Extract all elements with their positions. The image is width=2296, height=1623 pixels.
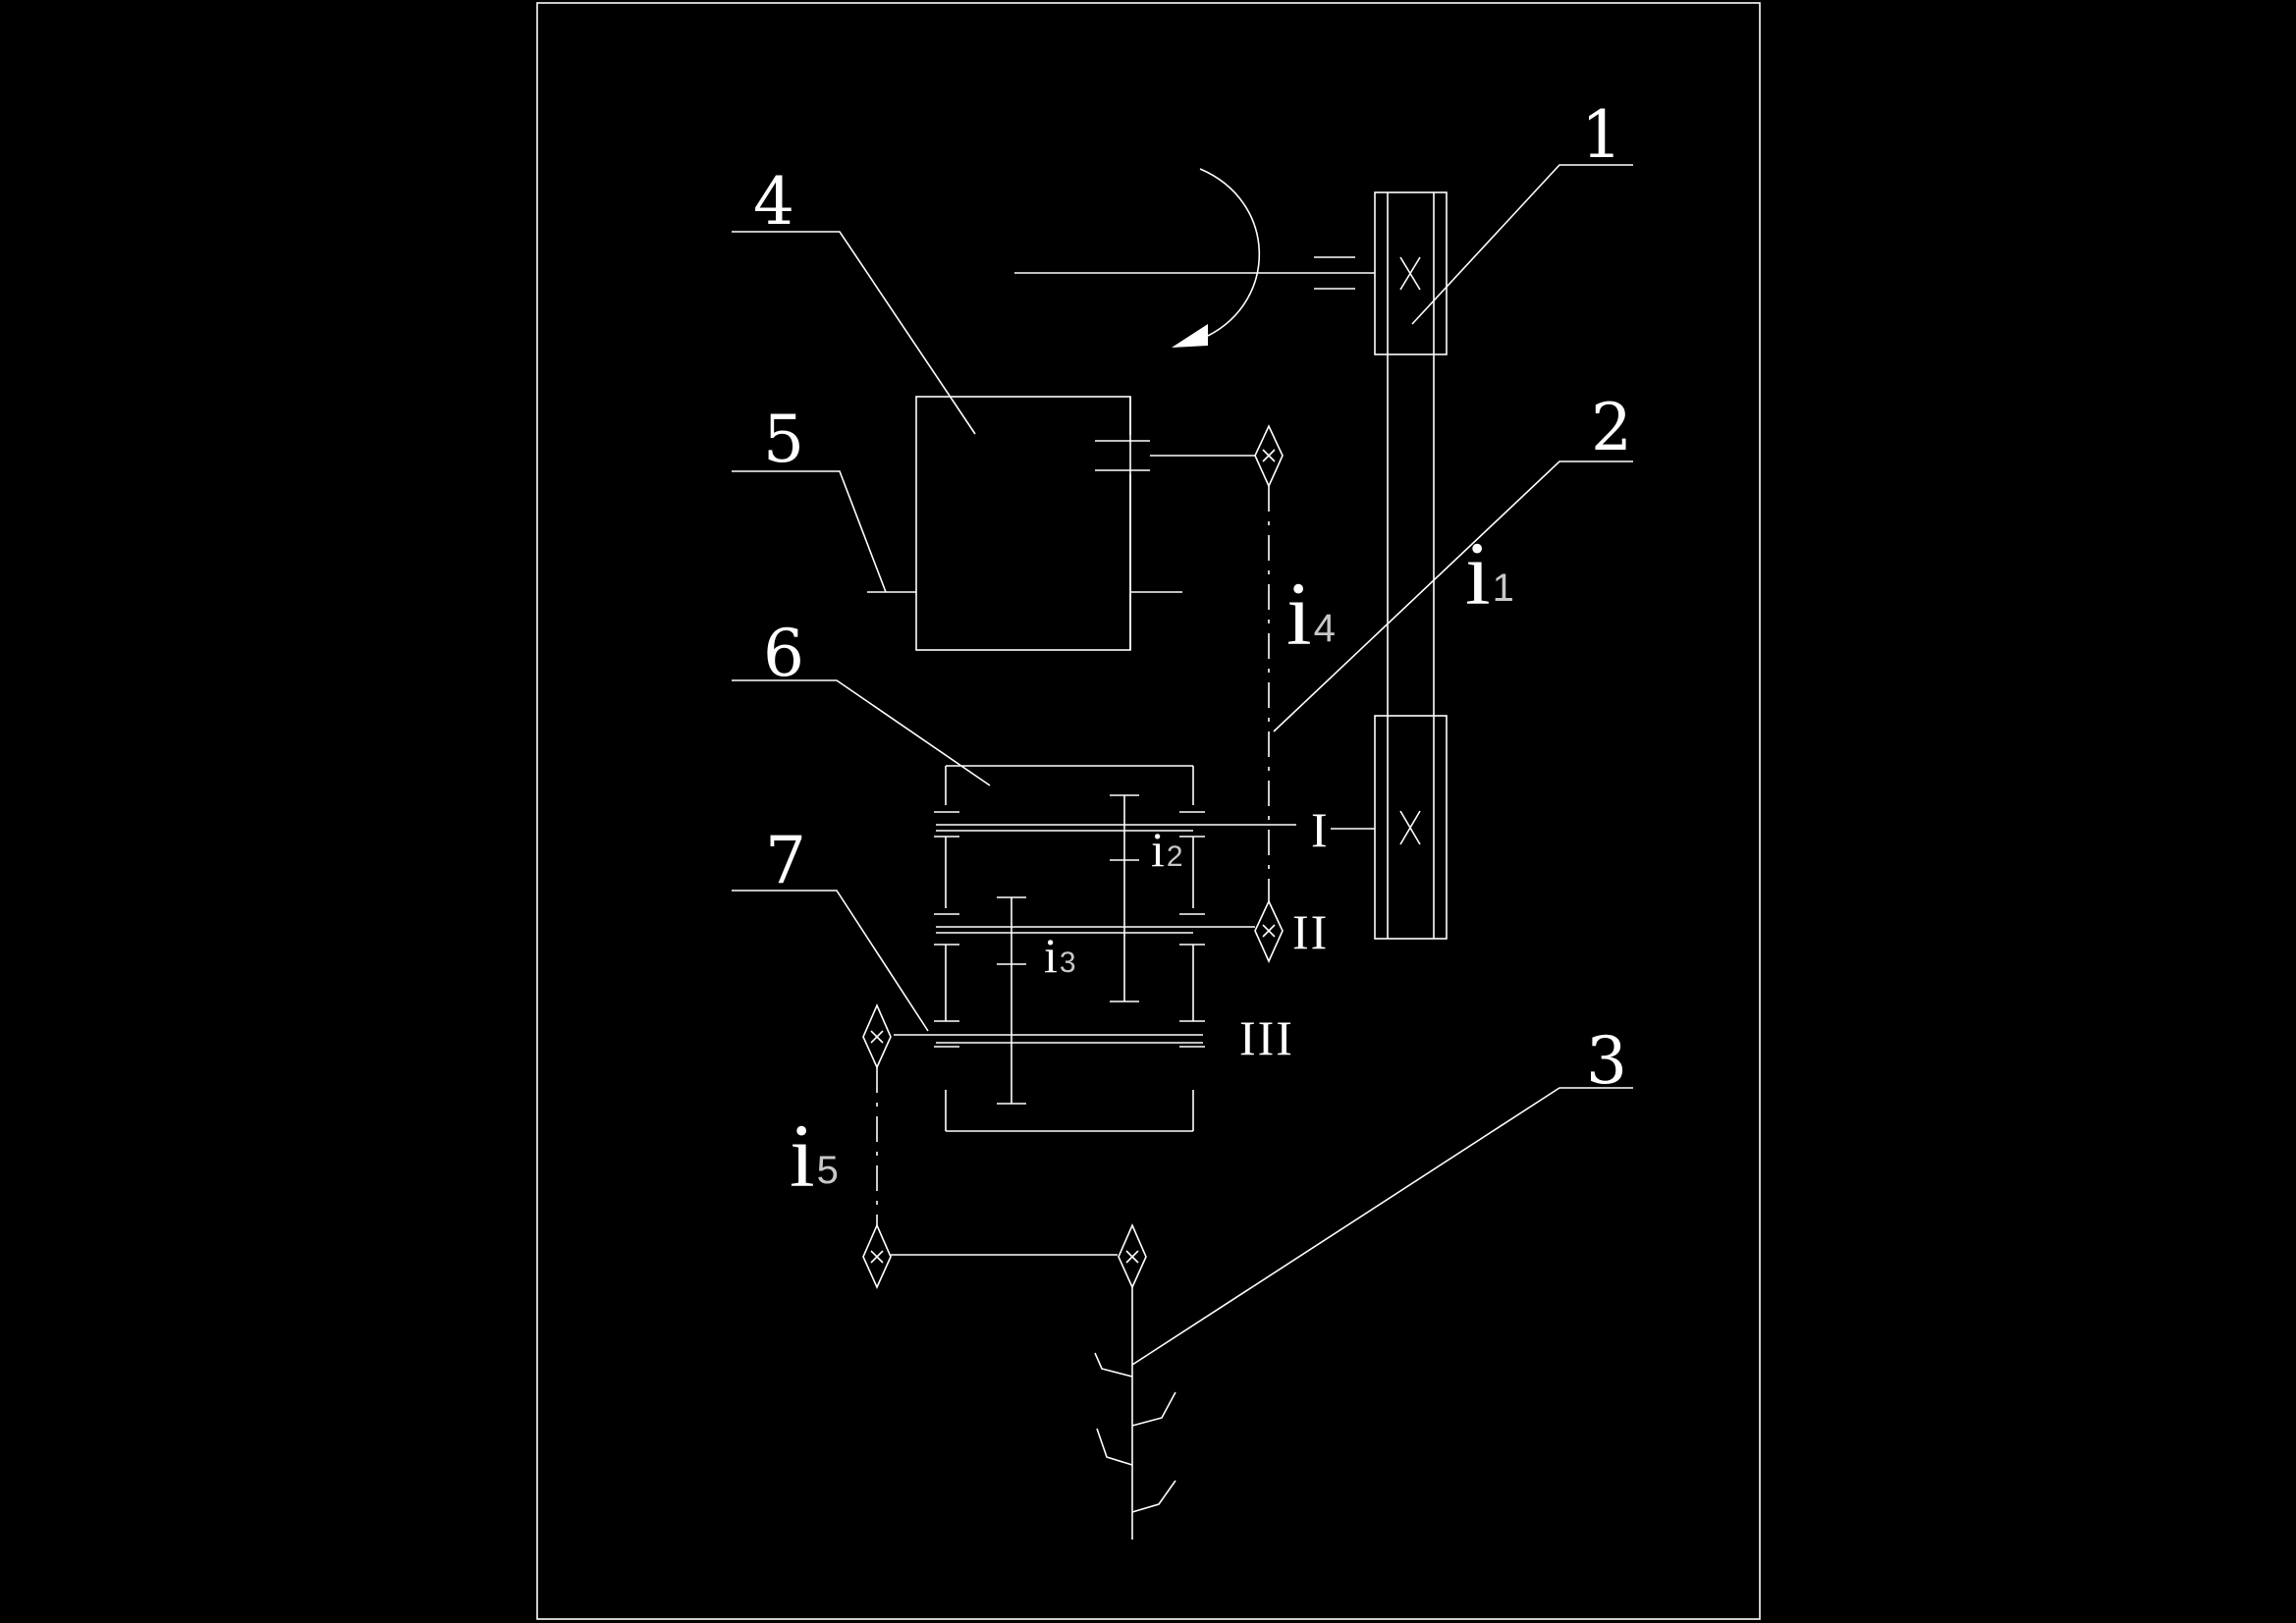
label-7: 7 bbox=[765, 823, 806, 898]
unit-box bbox=[915, 396, 1131, 651]
label-1: 1 bbox=[1581, 97, 1622, 173]
leader-4 bbox=[732, 231, 976, 435]
label-6: 6 bbox=[763, 616, 804, 691]
shaft-label-III: III bbox=[1239, 1010, 1294, 1065]
sprocket-shaft-II bbox=[1254, 899, 1284, 963]
ratio-i1: i1 bbox=[1465, 523, 1514, 623]
shaft-label-I: I bbox=[1311, 802, 1330, 857]
auger bbox=[1094, 1287, 1176, 1540]
leader-2 bbox=[1273, 460, 1633, 732]
shaft-label-II: II bbox=[1292, 904, 1329, 959]
leader-6 bbox=[732, 679, 991, 786]
label-2: 2 bbox=[1591, 390, 1632, 465]
ratio-i3: i3 bbox=[1044, 928, 1076, 983]
leader-5 bbox=[732, 470, 887, 593]
sprocket-shaft-III bbox=[862, 1003, 892, 1069]
leader-1 bbox=[1411, 164, 1633, 325]
label-3: 3 bbox=[1586, 1023, 1627, 1099]
ratio-i5: i5 bbox=[790, 1106, 839, 1206]
lower-pulley bbox=[1374, 715, 1448, 940]
ratio-i4: i4 bbox=[1286, 564, 1336, 664]
sprocket-top bbox=[1254, 424, 1284, 488]
upper-pulley bbox=[1374, 191, 1448, 355]
ratio-i2: i2 bbox=[1151, 822, 1183, 877]
leader-7 bbox=[732, 890, 929, 1032]
leader-3 bbox=[1131, 1087, 1633, 1366]
rotation-arrowhead-icon bbox=[1172, 324, 1208, 348]
rotation-arrow bbox=[1199, 168, 1261, 337]
sprocket-bottom bbox=[862, 1223, 892, 1289]
label-4: 4 bbox=[753, 164, 794, 240]
label-5: 5 bbox=[763, 402, 804, 477]
gearbox bbox=[934, 765, 1205, 1132]
drawing-frame bbox=[536, 2, 1761, 1620]
sprocket-auger bbox=[1118, 1223, 1147, 1289]
